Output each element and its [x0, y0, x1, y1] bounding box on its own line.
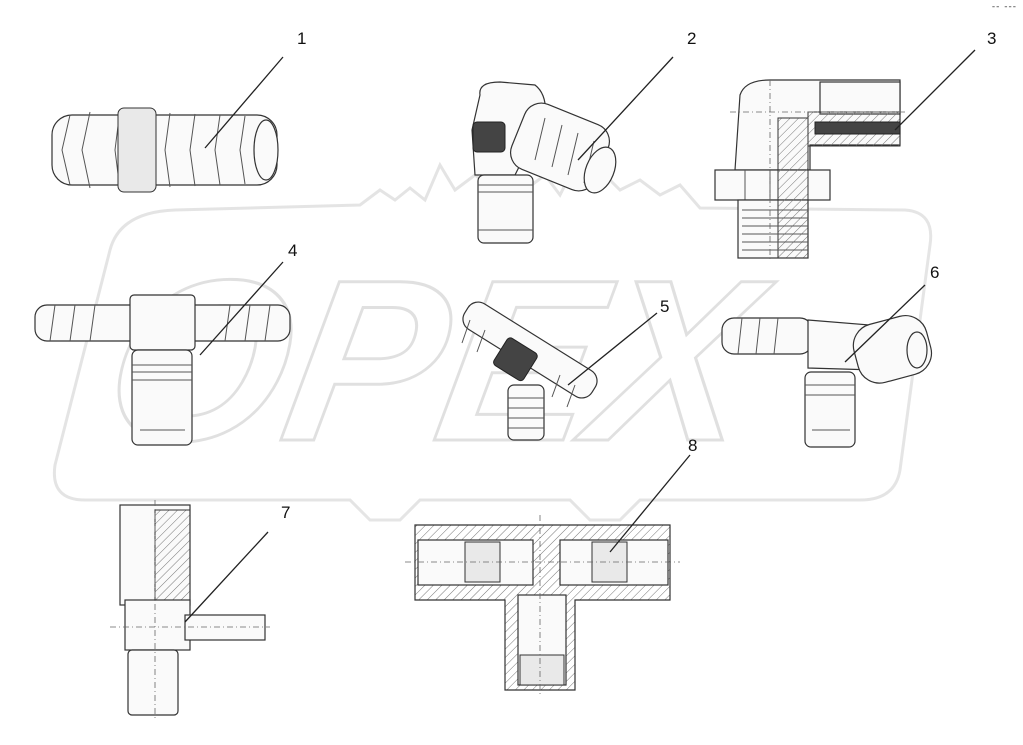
leader-line-8	[609, 454, 691, 553]
part-7-section-view	[110, 500, 270, 720]
callout-3: 3	[987, 29, 997, 48]
callout-4: 4	[288, 241, 298, 260]
leader-line-3	[894, 49, 976, 131]
part-6-tee-elbow	[721, 315, 933, 448]
watermark: OPEX	[52, 161, 933, 522]
leader-line-1	[204, 56, 284, 149]
leader-line-6	[844, 284, 926, 363]
callout-1: 1	[297, 29, 307, 48]
part-1-straight-connector	[51, 107, 279, 193]
callout-7: 7	[281, 503, 291, 522]
part-2-elbow-connector	[471, 81, 617, 244]
part-8-tee-section	[405, 515, 680, 695]
callout-8: 8	[688, 436, 698, 455]
callout-5: 5	[660, 297, 670, 316]
leader-line-2	[577, 56, 674, 161]
leader-line-4	[199, 261, 284, 356]
watermark-text: OPEX	[89, 233, 786, 490]
leader-lines	[184, 49, 976, 623]
part-4-tee-connector	[34, 294, 291, 446]
leader-line-7	[184, 531, 269, 623]
part-5-small-tee	[461, 301, 598, 441]
leader-line-5	[567, 312, 658, 386]
callout-6: 6	[930, 263, 940, 282]
corner-mark: -- ---	[991, 2, 1017, 12]
part-3-elbow-section	[714, 79, 905, 262]
callout-2: 2	[687, 29, 697, 48]
